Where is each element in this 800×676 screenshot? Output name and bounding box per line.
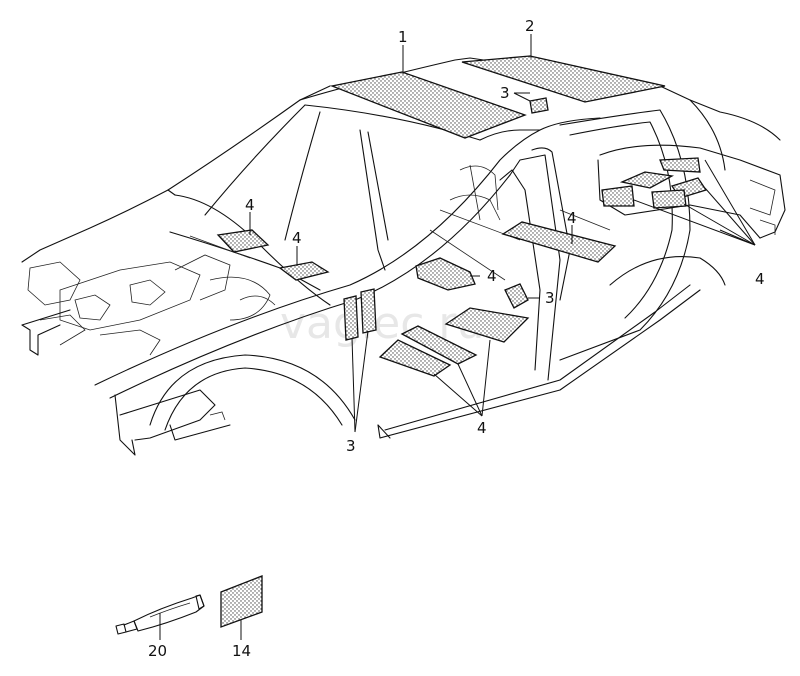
sealant-tube — [115, 594, 205, 640]
callout-1: 1 — [398, 28, 408, 46]
pillar-small-pad — [504, 283, 529, 309]
rear-floor-pad — [501, 221, 617, 263]
callout-3-sill: 3 — [346, 437, 356, 455]
sill-pad-1 — [343, 295, 359, 341]
floor-pad-front-1 — [378, 339, 452, 377]
callout-20: 20 — [148, 642, 167, 660]
callouts: 1 2 3 4 4 4 4 3 4 3 4 20 14 — [148, 17, 765, 660]
body-shell — [21, 57, 786, 456]
trunk-pad-4 — [601, 185, 635, 207]
callout-4-rear-floor: 4 — [567, 209, 577, 227]
callout-4-floor-front: 4 — [477, 419, 487, 437]
callout-4-floor-center: 4 — [487, 267, 497, 285]
floor-pad-center — [415, 257, 476, 291]
roof-pad-rear — [461, 55, 666, 103]
callout-4-trunk: 4 — [755, 270, 765, 288]
damping-pads — [216, 55, 708, 377]
callout-4-dash-right: 4 — [292, 229, 302, 247]
sill-pad-2 — [360, 288, 377, 334]
trunk-pad-5 — [651, 189, 687, 209]
callout-14: 14 — [232, 642, 251, 660]
callout-2: 2 — [525, 17, 535, 35]
leader-lines — [249, 34, 756, 433]
callout-3-pillar: 3 — [545, 289, 555, 307]
trunk-pad-1 — [659, 157, 701, 173]
dash-pad-right — [278, 261, 330, 281]
floor-pad-front-2 — [400, 325, 478, 365]
roof-small-pad — [529, 97, 549, 114]
trunk-pad-2 — [619, 171, 675, 189]
dash-pad-left — [216, 229, 270, 253]
damping-mat — [220, 575, 263, 640]
roof-pad-front — [329, 71, 527, 139]
floor-pad-front-3 — [444, 307, 530, 343]
callout-3-roof: 3 — [500, 84, 510, 102]
callout-4-dash-left: 4 — [245, 196, 255, 214]
